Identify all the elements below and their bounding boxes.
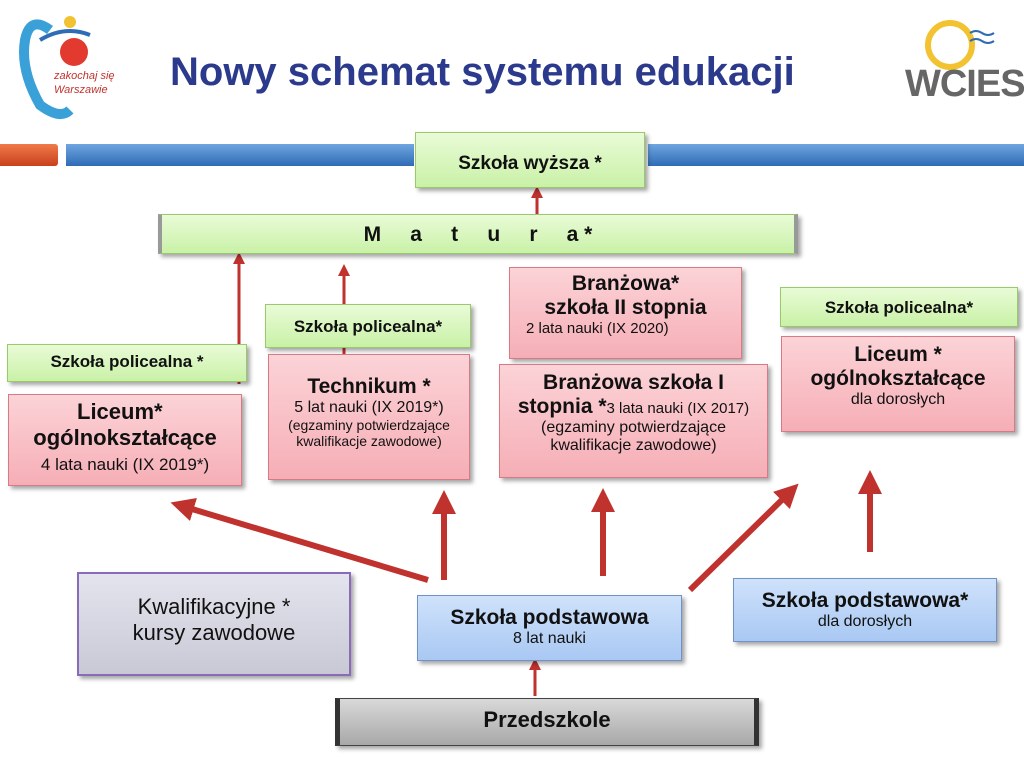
podstawowa-l1: Szkoła podstawowa (450, 606, 649, 629)
box-branzowa-1: Branżowa szkoła I stopnia *3 lata nauki … (499, 364, 768, 478)
branz1-l4: kwalifikacje zawodowe) (550, 437, 717, 454)
box-liceum-doroslych: Liceum * ogólnokształcące dla dorosłych (781, 336, 1015, 432)
liceum-l3: 4 lata nauki (IX 2019*) (40, 455, 210, 474)
podstawowa-dor-l1: Szkoła podstawowa* (761, 589, 969, 612)
arrow-podst-to-liceum-dor (687, 483, 799, 593)
box-policealna-left: Szkoła policealna * (7, 344, 247, 382)
branz2-l1: Branżowa* (571, 272, 680, 295)
technikum-l3: (egzaminy potwierdzające (288, 417, 450, 433)
podstawowa-l2: 8 lat nauki (513, 630, 586, 647)
header-bar-right (648, 144, 1024, 166)
box-przedszkole: Przedszkole (335, 698, 759, 746)
branz2-l3: 2 lata nauki (IX 2020) (526, 320, 669, 337)
matura-label: M a t u r a * (363, 223, 593, 246)
wcies-logo-icon (925, 20, 995, 70)
technikum-l4: kwalifikacje zawodowe) (296, 433, 442, 449)
liceum-dor-l3: dla dorosłych (850, 391, 946, 408)
branz1-l3: (egzaminy potwierdzające (541, 419, 726, 436)
logo-wcies-text: WCIES (905, 63, 1024, 105)
box-technikum: Technikum * 5 lat nauki (IX 2019*) (egza… (268, 354, 470, 480)
policealna-right-label: Szkoła policealna* (824, 298, 974, 317)
box-liceum: Liceum* ogólnokształcące 4 lata nauki (I… (8, 394, 242, 486)
branz2-l2: szkoła II stopnia (544, 296, 707, 319)
box-szkola-podstawowa-doroslych: Szkoła podstawowa* dla dorosłych (733, 578, 997, 642)
liceum-dor-l1: Liceum * (854, 343, 942, 366)
box-szkola-wyzsza: Szkoła wyższa * (415, 132, 645, 188)
header-bar-mid (66, 144, 414, 166)
liceum-dor-l2: ogólnokształcące (810, 367, 986, 390)
podstawowa-dor-l2: dla dorosłych (817, 613, 913, 630)
logo-wcies: WCIES (905, 15, 1024, 115)
box-szkola-podstawowa: Szkoła podstawowa 8 lat nauki (417, 595, 682, 661)
box-kursy: Kwalifikacyjne * kursy zawodowe (77, 572, 351, 676)
box-policealna-right: Szkoła policealna* (780, 287, 1018, 327)
technikum-l1: Technikum * (307, 375, 431, 398)
branz1-l2a: stopnia * (517, 395, 607, 418)
technikum-l2: 5 lat nauki (IX 2019*) (294, 399, 444, 416)
liceum-l2: ogólnokształcące (33, 425, 217, 450)
policealna-left-label: Szkoła policealna * (50, 352, 204, 371)
box-branzowa-2: Branżowa* szkoła II stopnia 2 lata nauki… (509, 267, 742, 359)
page-title: Nowy schemat systemu edukacji (170, 50, 795, 94)
arrow-podst-to-liceum (170, 497, 429, 583)
logo-text-1: zakochaj się (54, 70, 115, 82)
box-policealna-mid: Szkoła policealna* (265, 304, 471, 348)
box-matura: M a t u r a * (158, 214, 798, 254)
kursy-l2: kursy zawodowe (132, 620, 296, 645)
heart-logo-icon (19, 16, 91, 119)
liceum-l1: Liceum* (77, 399, 163, 424)
header-bar-left (0, 144, 58, 166)
kursy-l1: Kwalifikacyjne * (137, 594, 291, 619)
szkola-wyzsza-label: Szkoła wyższa * (458, 153, 602, 174)
policealna-mid-label: Szkoła policealna* (293, 317, 443, 336)
logo-text-2: Warszawie (54, 84, 108, 96)
branz1-l1: Branżowa szkoła I (543, 371, 724, 394)
branz1-l2b: 3 lata nauki (IX 2017) (606, 400, 750, 417)
logo-warszawa: zakochaj się Warszawie (10, 10, 130, 120)
przedszkole-label: Przedszkole (483, 707, 611, 732)
